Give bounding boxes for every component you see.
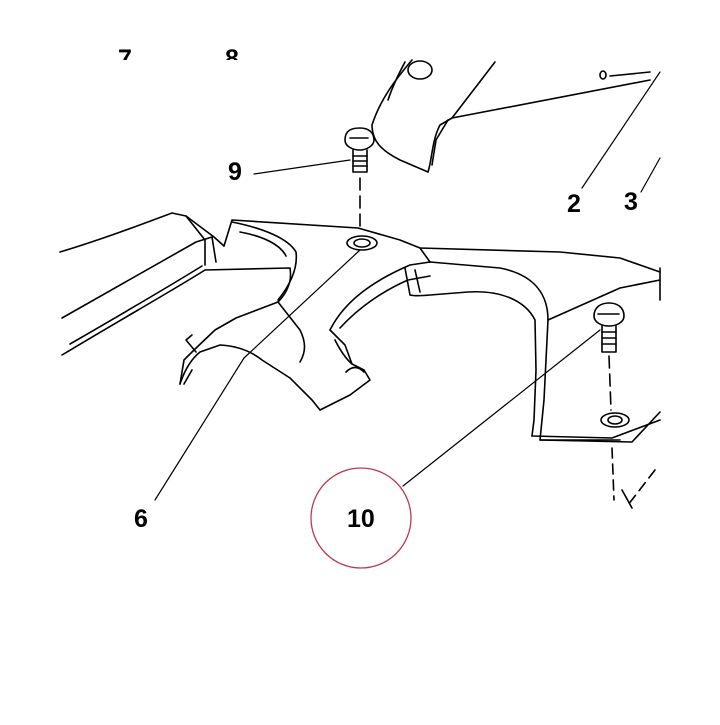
leader-6-ext	[243, 249, 361, 359]
leader-10	[402, 329, 601, 487]
callout-9: 9	[228, 158, 242, 186]
callout-6: 6	[134, 505, 148, 533]
leader-3	[640, 157, 661, 193]
screw-9	[344, 127, 375, 233]
screw-10	[593, 302, 625, 411]
upper-bracket	[371, 59, 651, 173]
callout-3: 3	[624, 188, 638, 216]
carrier-frame	[59, 212, 661, 509]
leader-2	[581, 71, 661, 189]
leader-lines	[154, 71, 661, 501]
leader-6	[154, 357, 245, 501]
callout-7: 7	[118, 45, 132, 73]
callout-2: 2	[567, 190, 581, 218]
callout-8: 8	[225, 45, 239, 73]
callout-highlight-circle	[310, 467, 412, 569]
leader-9	[253, 159, 351, 175]
callout-10: 10	[347, 505, 375, 533]
